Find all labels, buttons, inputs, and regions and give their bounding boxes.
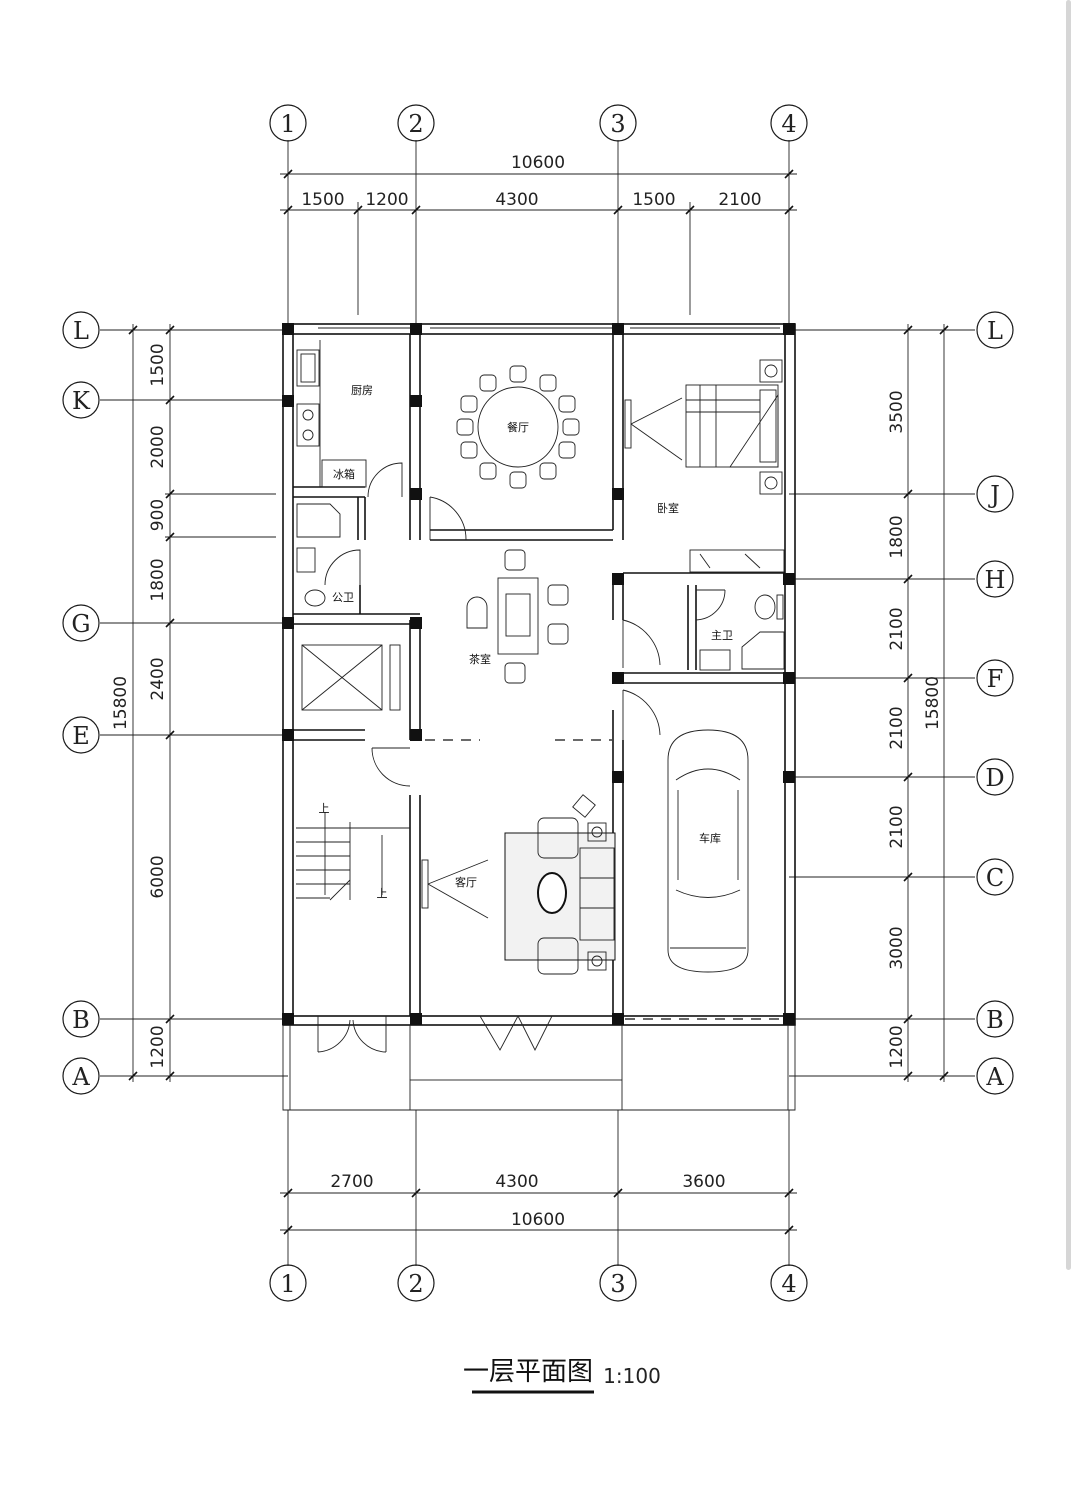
axis-row-L-right: L: [987, 317, 1003, 345]
left-dim-4: 1800: [148, 558, 168, 601]
room-fridge-label: 冰箱: [333, 467, 355, 481]
top-dimension-lines: [280, 169, 797, 315]
room-dining-label: 餐厅: [507, 420, 529, 434]
axis-row-K-left: K: [72, 387, 91, 415]
vertical-scrollbar[interactable]: [1066, 0, 1071, 1270]
left-dim-2: 2000: [148, 425, 168, 468]
axis-col-4-bottom: 4: [781, 1270, 796, 1298]
top-dim-4: 1500: [632, 190, 675, 210]
drawing-scale: 1:100: [603, 1364, 661, 1388]
elevator: [301, 644, 401, 711]
axis-row-B-left: B: [72, 1006, 90, 1034]
left-dim-5: 2400: [148, 657, 168, 700]
axis-col-1-bottom: 1: [280, 1270, 295, 1298]
room-kitchen-label: 厨房: [351, 384, 373, 397]
right-dim-6: 3000: [887, 926, 907, 969]
dimension-labels: 10600 1500 1200 4300 1500 2100 2700 4300…: [111, 153, 943, 1230]
bottom-total-dim: 10600: [511, 1210, 565, 1230]
living-room-sofa: [421, 794, 616, 975]
wardrobe: [689, 549, 785, 573]
staircase: [296, 812, 410, 901]
tea-table: [466, 549, 569, 684]
kitchen-fixtures: [296, 340, 367, 488]
drawing-title: 一层平面图: [463, 1357, 593, 1387]
axis-row-A-right: A: [985, 1063, 1004, 1091]
right-dim-3: 2100: [887, 607, 907, 650]
axis-grid-lines: [100, 140, 975, 1266]
stair-up-label-2: 上: [377, 887, 388, 900]
left-dim-7: 1200: [148, 1025, 168, 1068]
axis-row-L-left: L: [73, 317, 89, 345]
room-labels: 厨房 冰箱 餐厅 卧室 公卫 主卫 茶室 客厅 车库 上 上: [319, 384, 734, 900]
right-dim-5: 2100: [887, 805, 907, 848]
axis-col-2-bottom: 2: [408, 1270, 423, 1298]
top-dim-5: 2100: [718, 190, 761, 210]
axis-row-J-right: J: [987, 481, 1000, 509]
axis-row-C-right: C: [986, 864, 1004, 892]
left-dim-6: 6000: [148, 855, 168, 898]
axis-row-G-left: G: [71, 610, 90, 638]
right-dim-4: 2100: [887, 706, 907, 749]
room-master-wc-label: 主卫: [711, 629, 733, 642]
axis-row-B-right: B: [986, 1006, 1004, 1034]
room-garage-label: 车库: [699, 831, 721, 845]
axis-row-F-right: F: [987, 665, 1004, 693]
top-dim-1: 1500: [301, 190, 344, 210]
left-dim-1: 1500: [148, 343, 168, 386]
axis-bubbles: 1 2 3 4 1 2 3 4 L K G E B A L J H F: [62, 104, 1014, 1302]
axis-col-3-bottom: 3: [610, 1270, 625, 1298]
axis-col-3-top: 3: [610, 110, 625, 138]
right-dimension-lines: [903, 324, 949, 1082]
public-wc-fixtures: [296, 503, 341, 607]
axis-col-1-top: 1: [280, 110, 295, 138]
room-tea-room-label: 茶室: [469, 652, 491, 666]
axis-row-E-left: E: [72, 722, 90, 750]
room-living-label: 客厅: [455, 875, 477, 889]
drawing-title-block: 一层平面图 1:100: [463, 1357, 661, 1394]
bed: [624, 359, 783, 495]
axis-row-H-right: H: [985, 566, 1006, 594]
right-dim-2: 1800: [887, 515, 907, 558]
interior-walls: [293, 334, 785, 1053]
axis-col-2-top: 2: [408, 110, 423, 138]
top-dim-2: 1200: [365, 190, 408, 210]
bottom-dimension-lines: [280, 1188, 797, 1235]
dining-table: [456, 365, 580, 489]
exterior-walls: [282, 323, 796, 1111]
left-dimension-lines: [128, 324, 175, 1082]
garage-car: [667, 729, 749, 973]
axis-row-A-left: A: [71, 1063, 90, 1091]
bottom-dim-1: 2700: [330, 1172, 373, 1192]
axis-row-D-right: D: [985, 764, 1004, 792]
top-dim-3: 4300: [495, 190, 538, 210]
bottom-dim-2: 4300: [495, 1172, 538, 1192]
right-dim-1: 3500: [887, 390, 907, 433]
stair-up-label-1: 上: [319, 802, 330, 815]
room-bedroom-label: 卧室: [657, 501, 679, 515]
left-dim-3: 900: [148, 499, 168, 531]
master-wc-fixtures: [699, 594, 785, 671]
axis-col-4-top: 4: [781, 110, 796, 138]
top-total-dim: 10600: [511, 153, 565, 173]
structural-columns: [282, 323, 795, 1025]
room-public-wc-label: 公卫: [332, 591, 354, 604]
right-dim-7: 1200: [887, 1025, 907, 1068]
left-total-dim: 15800: [111, 676, 131, 730]
right-total-dim: 15800: [923, 676, 943, 730]
bottom-dim-3: 3600: [682, 1172, 725, 1192]
